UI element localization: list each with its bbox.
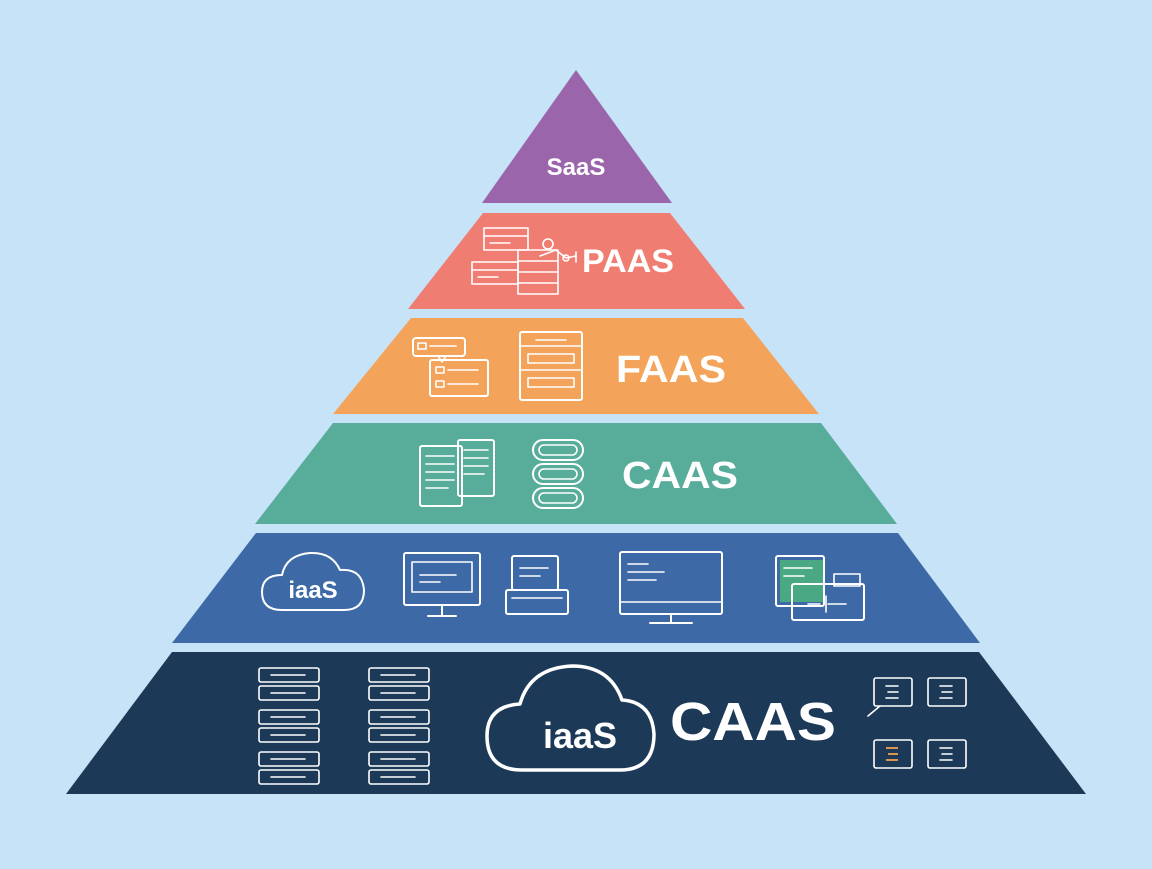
network-screen-accent xyxy=(780,560,824,602)
server-rack-icon xyxy=(368,667,430,785)
cloud-icon xyxy=(261,551,365,611)
tier-base: iaaS CAAS xyxy=(66,652,1086,794)
tier-iaas-shape xyxy=(172,533,980,643)
tier-caas: CAAS xyxy=(255,423,897,524)
stacked-panels-icon xyxy=(517,249,559,295)
network-screens-icon xyxy=(775,555,865,621)
tier-faas: FAAS xyxy=(333,318,819,414)
terminal-icon xyxy=(927,739,967,769)
chat-terminal-icon xyxy=(867,677,913,717)
tier-base-shape xyxy=(66,652,1086,794)
tier-saas-label: SaaS xyxy=(547,154,606,181)
robot-arm-icon xyxy=(539,238,577,263)
tier-caas-shape xyxy=(255,423,897,524)
document-pages-icon xyxy=(419,439,495,507)
tier-base-label: CAAS xyxy=(670,692,836,752)
function-card-icon xyxy=(429,359,489,397)
tier-paas: PAAS xyxy=(408,213,745,309)
printer-icon xyxy=(505,555,569,615)
tier-caas-label: CAAS xyxy=(622,455,738,497)
tier-faas-label: FAAS xyxy=(616,349,726,391)
tier-paas-label: PAAS xyxy=(582,243,674,279)
tier-base-cloud-label: iaaS xyxy=(543,715,617,756)
tier-faas-shape xyxy=(333,318,819,414)
terminal-icon xyxy=(927,677,967,707)
tier-saas-shape xyxy=(482,70,672,203)
chat-bubble-icon xyxy=(412,337,466,363)
monitor-icon xyxy=(403,552,481,617)
cloud-icon xyxy=(485,664,656,772)
server-rack-icon xyxy=(258,667,320,785)
container-pills-icon xyxy=(532,439,584,509)
tier-iaas: iaaS xyxy=(172,533,980,643)
terminal-icon xyxy=(873,739,913,769)
document-stack-icon xyxy=(519,331,583,401)
tier-saas: SaaS xyxy=(482,70,672,203)
tier-iaas-label: iaaS xyxy=(288,577,337,604)
desktop-icon xyxy=(619,551,723,624)
